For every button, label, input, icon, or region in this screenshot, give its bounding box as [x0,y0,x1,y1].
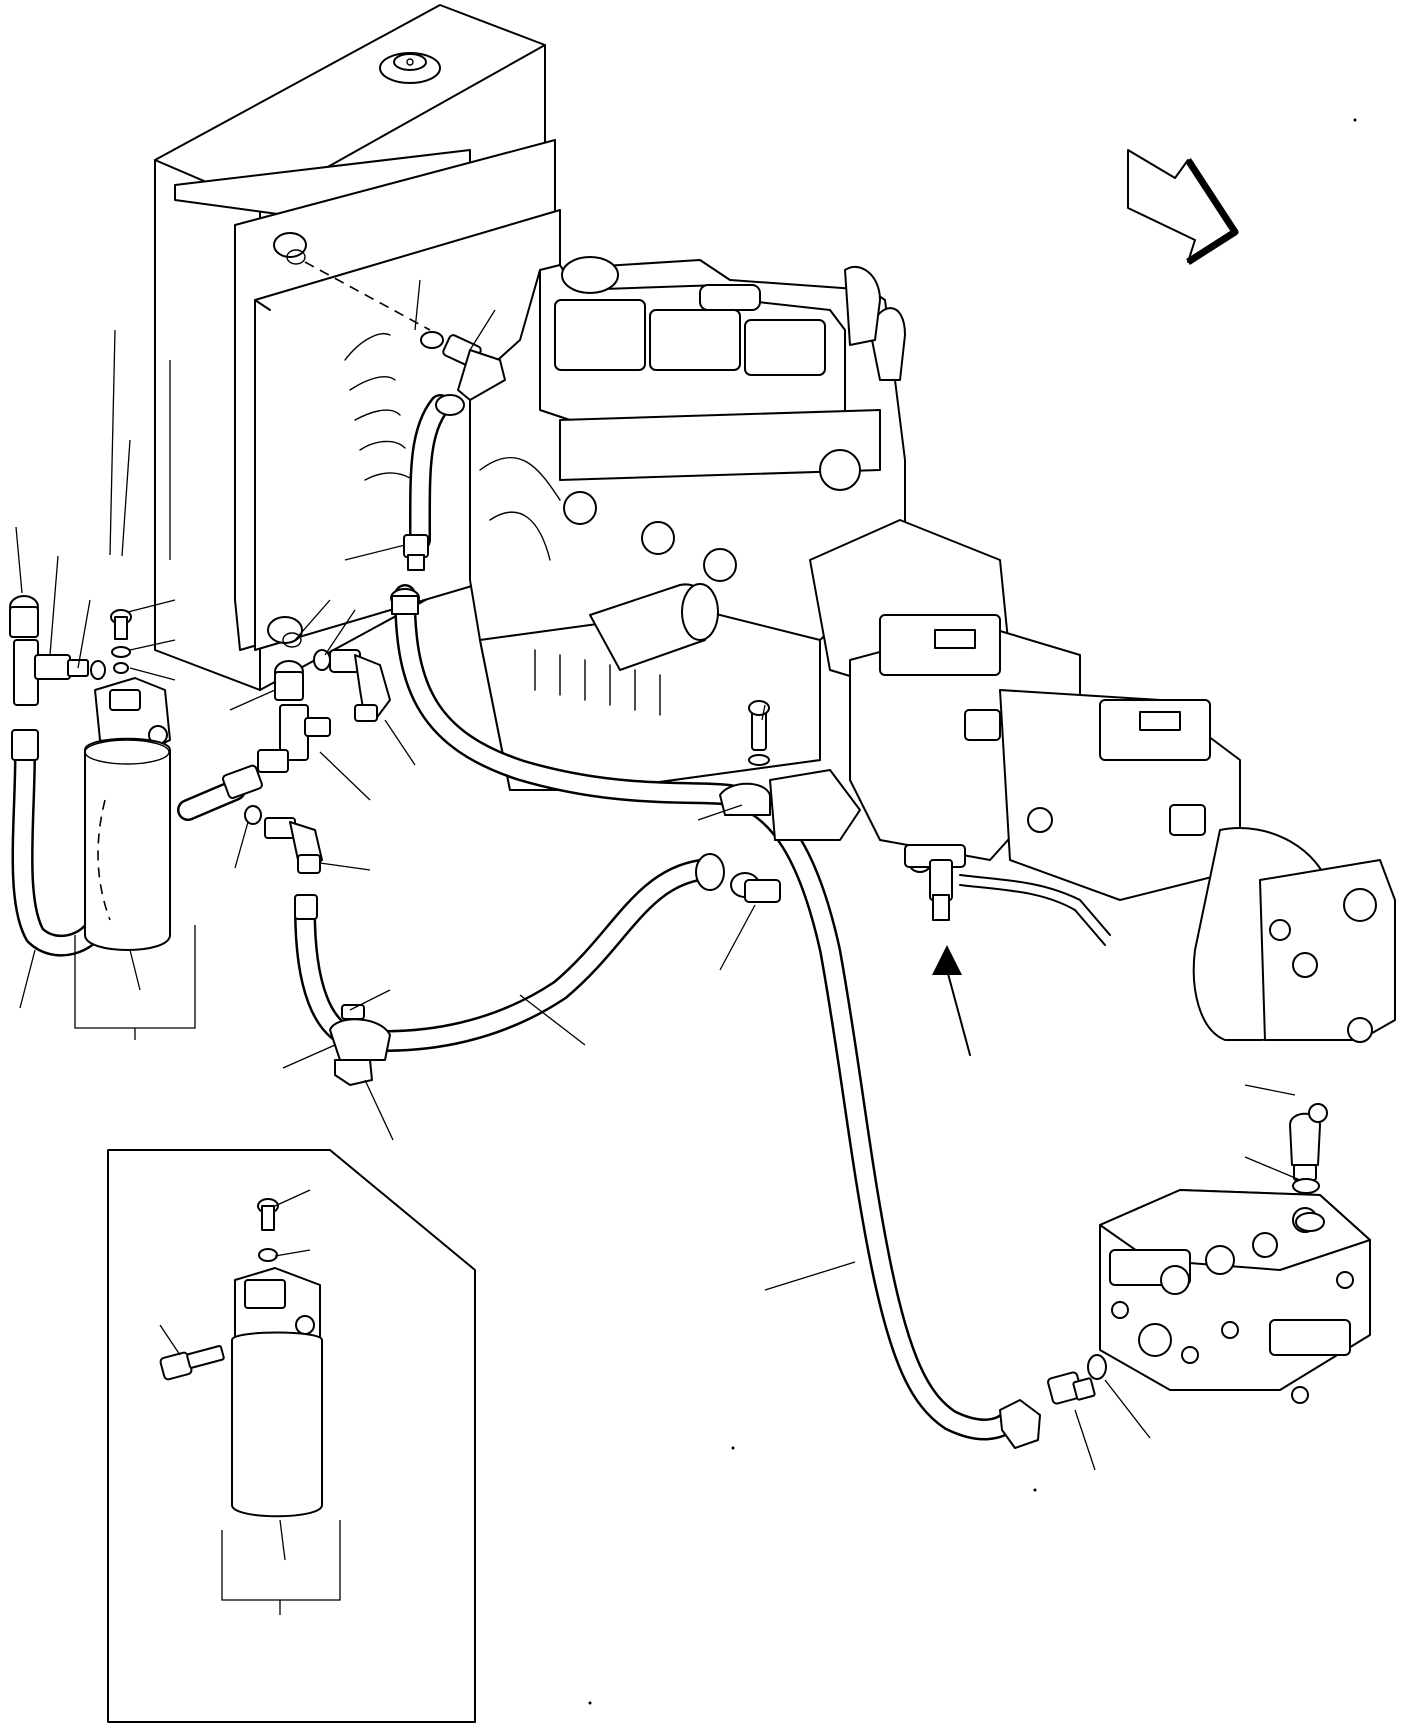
hose-main-return [394,584,1021,1441]
detail-inset-frame [107,1149,476,1723]
bolt-left [110,609,132,640]
oring-left [90,660,106,680]
radiator-cap [379,52,441,84]
hose-upper-short [409,394,451,551]
detail-filter-canister [231,1331,323,1518]
tee-fitting-left [13,639,89,706]
detail-bolt [257,1198,279,1231]
adapter-pump-side [730,872,781,903]
washer-left [111,646,131,674]
hose-clamp-main [719,700,861,841]
hose-end-fitting-upper [403,534,429,571]
elbow-fitting-lower-cooler [329,649,391,722]
hose-filter-to-pump [294,859,711,1052]
tee-fitting-middle [257,704,331,773]
detail-washer [258,1248,278,1262]
hose-end-fitting-lower [390,588,420,615]
hydraulic-pump-assembly [809,519,1396,1043]
cooler-lower-port [267,616,303,648]
hose-filter-loop [11,744,111,957]
pump-tee-fitting [904,844,966,921]
callout-leader-lines [15,279,1301,1561]
control-valve-assembly [1099,1189,1371,1404]
valve-top-port [1295,1212,1325,1232]
detail-bracket [221,1520,341,1615]
oring-lower-port [313,649,331,671]
hose-end-fitting-middle [294,894,318,920]
hose-nut-pump-side [695,853,725,891]
filter-canister-left [84,737,171,951]
oring-valve-top [1292,1178,1320,1194]
filter-head [94,677,171,756]
bracket-left [74,925,196,1040]
scan-dots [588,118,1357,1705]
radiator-assembly [154,4,561,691]
hose-end-fitting-left [11,729,39,761]
oring-valve-side [1087,1354,1107,1380]
cooler-upper-port [273,232,307,265]
connection-line [304,261,431,331]
pressure-sensor-top [1289,1103,1328,1181]
pointer-arrow-up [932,945,971,1056]
detail-filter-head [234,1267,321,1353]
adapter-fitting-middle [222,764,263,799]
oring-middle [244,805,262,825]
direction-arrow-icon [1127,149,1239,265]
adapter-valve-side [1047,1371,1096,1405]
hose-clamp-lower [329,1004,391,1086]
detail-sensor [159,1345,225,1381]
engine-block [469,256,906,791]
pump-flange [1192,827,1396,1043]
cap-fitting [274,660,304,701]
hose-end-fitting-valve [999,1399,1041,1449]
starter-motor [589,583,719,671]
elbow-fitting-middle [264,817,323,874]
elbow-fitting-upper [420,331,506,416]
fitting-cap-left [9,595,39,638]
